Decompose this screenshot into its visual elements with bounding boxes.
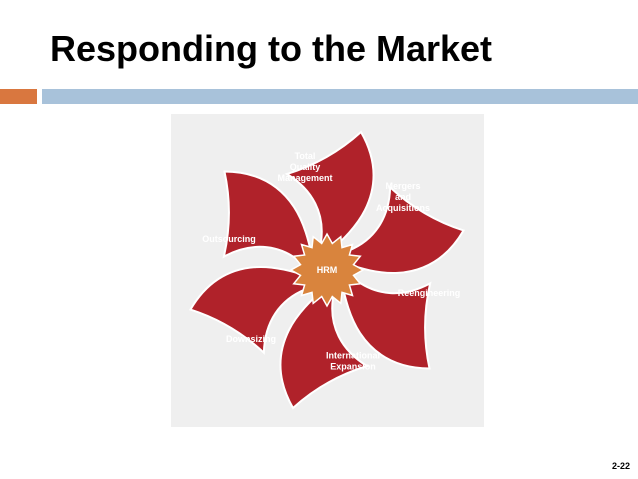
petal-mergers-label-line: Mergers xyxy=(385,181,420,191)
petal-reengineering-label: Reengineering xyxy=(398,288,461,298)
petal-reengineering: Reengineering xyxy=(316,242,468,381)
page-number: 2-22 xyxy=(611,461,630,471)
petal-tqm-label-line: Total xyxy=(295,151,316,161)
petal-tqm-label-line: Quality xyxy=(290,162,321,172)
petal-tqm-label-line: Management xyxy=(277,173,332,183)
petal-reengineering-label-line: Reengineering xyxy=(398,288,461,298)
petal-outsourcing-label: Outsourcing xyxy=(202,234,256,244)
petal-mergers-label-line: Acquisitions xyxy=(376,203,430,213)
hrm-hub-star xyxy=(289,232,365,308)
petal-outsourcing-label-line: Outsourcing xyxy=(202,234,256,244)
petal-downsizing: Downsizing xyxy=(183,236,335,375)
title-rule-bar xyxy=(42,89,638,104)
title-accent-bar xyxy=(0,89,37,104)
hrm-hub-label: HRM xyxy=(317,265,338,275)
petal-mergers-label-line: and xyxy=(395,192,411,202)
petal-international-label-line: Expansion xyxy=(330,362,376,372)
petal-downsizing-label: Downsizing xyxy=(226,334,276,344)
petal-international-label-line: International xyxy=(326,351,380,361)
petal-downsizing-label-line: Downsizing xyxy=(226,334,276,344)
petal-outsourcing: Outsourcing xyxy=(186,159,338,298)
slide-title: Responding to the Market xyxy=(50,28,493,69)
